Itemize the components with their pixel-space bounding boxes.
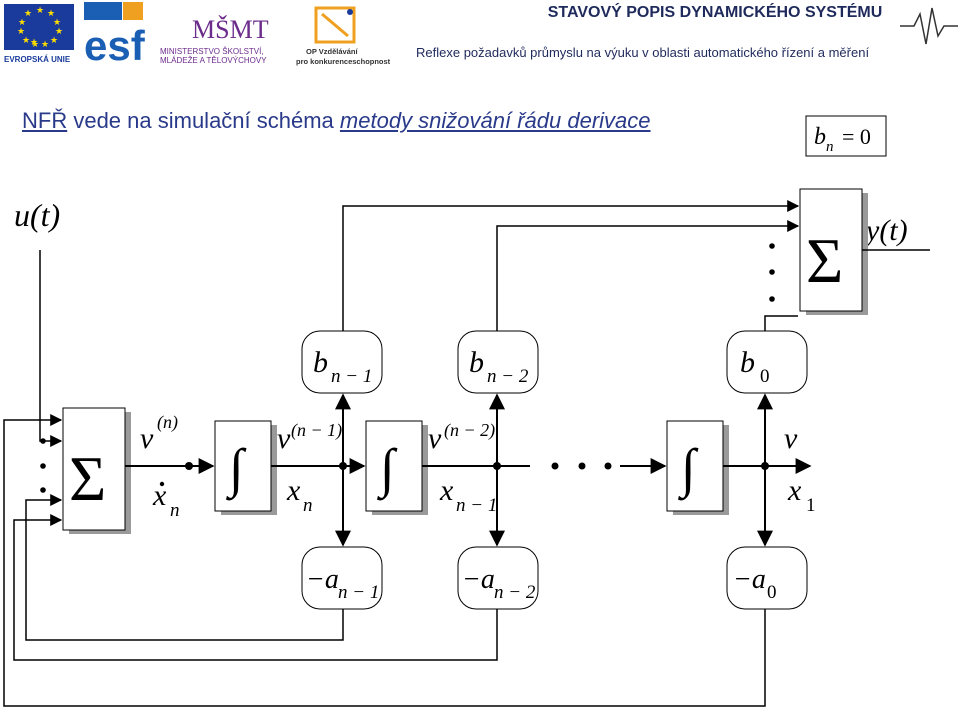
b-gain-1-label: b	[313, 346, 328, 379]
signal-wave-icon	[900, 7, 958, 45]
ministry-line1: MINISTERSTVO ŠKOLSTVÍ,	[160, 47, 264, 56]
title-method: metody snižování řádu derivace	[339, 108, 651, 133]
svg-text:★: ★	[41, 40, 49, 50]
svg-text:★: ★	[55, 27, 63, 37]
header-subtitle: Reflexe požadavků průmyslu na výuku v ob…	[416, 45, 870, 60]
a-gain-1-label: −a	[306, 564, 339, 595]
sig-v-base: v	[784, 422, 798, 455]
integrator-1: ∫	[214, 420, 277, 515]
b-gain-block-2: b n − 2	[457, 330, 539, 394]
title-mid: vede na simulační schéma	[67, 108, 340, 133]
a-gain-3-sub: 0	[767, 582, 777, 603]
sig-x-n-sub: n	[303, 495, 313, 516]
msmt-logo: MŠMT MINISTERSTVO ŠKOLSTVÍ, MLÁDEŽE A TĚ…	[160, 15, 269, 65]
b-gain-3-sub: 0	[760, 366, 770, 387]
b-gain-3-label: b	[740, 346, 755, 379]
esf-logo: esf	[84, 2, 146, 69]
b-gain-2-label: b	[469, 346, 484, 379]
svg-text:★: ★	[50, 36, 58, 46]
sig-x-n-base: x	[286, 474, 301, 507]
esf-label: esf	[84, 22, 146, 69]
a-gain-block-3: −a 0	[726, 546, 808, 610]
svg-text:★: ★	[30, 38, 38, 48]
input-label: u(t)	[14, 197, 60, 233]
sig-v-n-base: v	[140, 422, 154, 455]
a-gain-2-sub: n − 2	[494, 582, 536, 603]
condition-sub: n	[826, 139, 834, 155]
sig-v-n2-sup: (n − 2)	[444, 420, 495, 441]
derivative-dot	[159, 481, 165, 487]
sig-x-1-sub: 1	[806, 495, 816, 516]
svg-text:★: ★	[53, 18, 61, 28]
svg-text:★: ★	[18, 18, 26, 28]
input-sum-symbol: Σ	[69, 443, 106, 514]
sig-v-n1-sup: (n − 1)	[291, 420, 342, 441]
ministry-line2: MLÁDEŽE A TĚLOVÝCHOVY	[160, 56, 267, 65]
integrator-2: ∫	[365, 420, 428, 515]
svg-text:★: ★	[22, 36, 30, 46]
a-gain-2-label: −a	[462, 564, 495, 595]
integrator-3: ∫	[666, 420, 729, 515]
slide-title: NFŘ vede na simulační schéma metody sniž…	[22, 108, 651, 134]
signal-labels: v (n) x n v (n − 1) x n v (n − 2) x n − …	[140, 412, 816, 521]
svg-text:★: ★	[47, 9, 55, 19]
integral-symbol-2: ∫	[377, 438, 398, 501]
svg-text:★: ★	[24, 9, 32, 19]
op-line2: pro konkurenceschopnost	[296, 57, 391, 66]
a-gain-block-1: −a n − 1	[301, 546, 383, 610]
a-gain-1-sub: n − 1	[338, 582, 379, 603]
condition-box: b n = 0	[805, 115, 887, 157]
eu-label: EVROPSKÁ UNIE	[4, 55, 71, 64]
sig-v-n1-base: v	[277, 422, 291, 455]
svg-text:★: ★	[17, 27, 25, 37]
sig-x-1-base: x	[787, 474, 802, 507]
b-gain-1-sub: n − 1	[331, 366, 372, 387]
sig-v-n-sup: (n)	[157, 412, 178, 433]
condition-rhs: = 0	[842, 124, 871, 149]
integral-symbol-1: ∫	[226, 438, 247, 501]
op-logo: OP Vzdělávání pro konkurenceschopnost	[296, 6, 391, 66]
input-sum-block: Σ	[62, 407, 131, 534]
b-gain-block-3: b 0	[726, 330, 808, 394]
integral-symbol-3: ∫	[678, 438, 699, 501]
input-sum-dots	[40, 438, 46, 493]
svg-text:★: ★	[36, 6, 44, 16]
a-gain-3-label: −a	[733, 564, 766, 595]
sig-x-n1-base: x	[439, 474, 454, 507]
output-label: y(t)	[863, 214, 908, 247]
output-sum-dots	[769, 243, 775, 302]
a-gain-block-2: −a n − 2	[457, 546, 539, 610]
title-lead: NFŘ	[22, 108, 68, 133]
op-line1: OP Vzdělávání	[306, 47, 358, 56]
svg-text:★: ★	[31, 40, 39, 50]
output-sum-symbol: Σ	[806, 225, 843, 296]
output-sum-block: Σ	[799, 188, 868, 315]
sig-xdot-sub: n	[170, 500, 180, 521]
condition-var: b	[814, 124, 826, 150]
msmt-label: MŠMT	[192, 15, 269, 44]
sig-xdot-base: x	[152, 479, 167, 512]
sig-x-n1-sub: n − 1	[456, 495, 497, 516]
b-gain-2-sub: n − 2	[487, 366, 529, 387]
b-gain-block-1: b n − 1	[301, 330, 383, 394]
sig-v-n2-base: v	[428, 422, 442, 455]
eu-flag-logo: ★★★ ★★★ ★★★ ★★★	[4, 4, 74, 50]
header-logos: ★★★ ★★★ ★★★ ★★★ EVROPSKÁ UNIE esf MŠMT M…	[4, 2, 958, 69]
header-title: STAVOVÝ POPIS DYNAMICKÉHO SYSTÉMU	[547, 4, 883, 21]
